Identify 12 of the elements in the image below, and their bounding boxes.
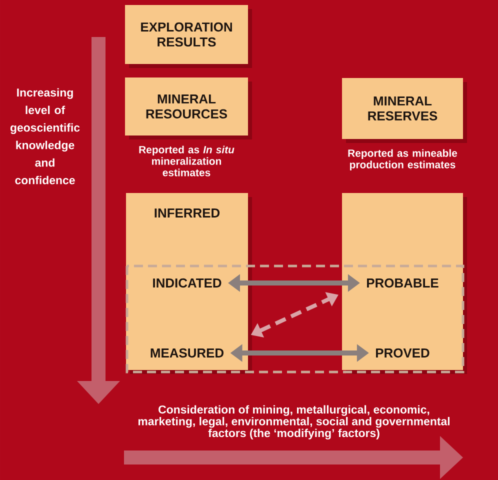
- category-label: INDICATED: [153, 278, 222, 288]
- stage-box: MINERAL RESERVES: [342, 78, 467, 143]
- category-box: [342, 193, 467, 374]
- direction-label: Consideration of mining, metallurgical, economic, marketing, legal, environmental, social and governmental factors (the ‘modifying’ factors): [138, 405, 450, 440]
- category-label: MEASURED: [150, 348, 224, 358]
- stage-box: MINERAL RESOURCES: [125, 78, 252, 140]
- note-text: Reported as In situ mineralization estimates: [139, 146, 234, 176]
- category-label: PROBABLE: [367, 278, 438, 288]
- stage-box: EXPLORATION RESULTS: [125, 5, 252, 68]
- note-text: Reported as mineable production estimates: [348, 149, 458, 170]
- direction-label: Increasing level of geoscientific knowledge and confidence: [10, 88, 80, 184]
- category-label: PROVED: [376, 348, 430, 358]
